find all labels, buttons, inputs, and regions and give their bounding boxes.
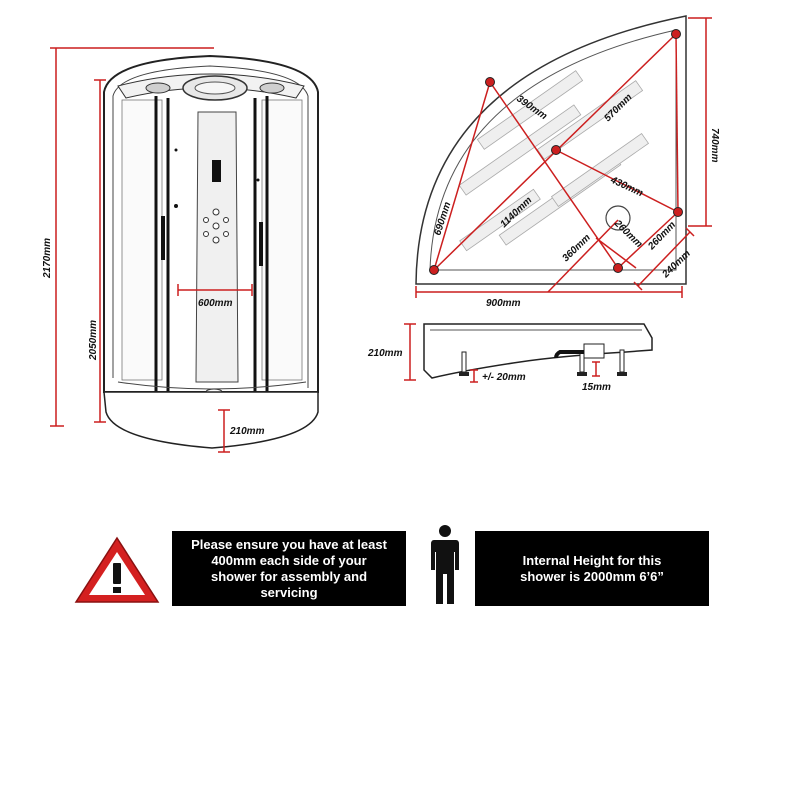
slat-6	[459, 188, 541, 252]
dial-right	[256, 178, 260, 182]
jet-7	[223, 231, 229, 237]
point-center	[551, 145, 561, 155]
jet-3	[212, 236, 220, 244]
front-view	[103, 54, 319, 449]
door-handle-right	[259, 222, 263, 266]
point-bottom	[613, 263, 623, 273]
dial-left-2	[174, 148, 178, 152]
point-right	[673, 207, 683, 217]
tray-dimensions	[404, 323, 600, 383]
jet-2	[212, 222, 220, 230]
front-dimensions	[50, 47, 253, 453]
diag-cross	[489, 81, 619, 269]
cabin-outline	[103, 54, 319, 393]
label-900: 900mm	[486, 298, 521, 309]
jet-6	[203, 231, 209, 237]
point-top-right	[671, 29, 681, 39]
tray-inner-outline	[429, 29, 677, 271]
label-leg-adjust: +/- 20mm	[482, 372, 526, 383]
height-line-1: Internal Height for this	[522, 552, 662, 568]
leg-2	[579, 351, 585, 373]
assembly-line-3: shower for assembly and	[210, 568, 368, 584]
dim-240-line	[637, 231, 691, 287]
label-600: 600mm	[198, 298, 233, 309]
jet-1	[212, 208, 220, 216]
tray-side-view	[423, 323, 653, 379]
warning-exclaim-dot	[113, 587, 121, 593]
person-body	[431, 540, 459, 604]
line-690	[433, 81, 491, 271]
roof-light-right	[259, 82, 285, 94]
dim-240-cap-a	[633, 281, 643, 291]
assembly-line-1: Please ensure you have at least	[191, 536, 387, 552]
line-260	[617, 211, 679, 269]
waste-pipe	[554, 350, 584, 359]
warning-triangle-icon	[72, 534, 162, 606]
waste-trap	[583, 343, 605, 359]
person-silhouette-icon	[428, 524, 462, 606]
roof-light-left	[145, 82, 171, 94]
label-tray-210: 210mm	[367, 348, 403, 359]
shower-tray	[103, 391, 319, 449]
assembly-line-2: 400mm each side of your	[211, 552, 367, 568]
leg-1	[461, 351, 467, 373]
cabin-floor	[117, 381, 307, 390]
slat-2	[458, 104, 582, 196]
door-handle-left	[161, 216, 165, 260]
leg-3	[619, 349, 625, 373]
point-top-left	[485, 77, 495, 87]
warning-exclaim-bar	[113, 563, 121, 584]
control-display	[212, 160, 221, 182]
assembly-line-4: servicing	[260, 584, 318, 600]
leg-foot-1	[459, 372, 469, 376]
leg-foot-2	[577, 372, 587, 376]
rain-shower-inner	[194, 81, 236, 95]
tray-slats	[458, 70, 650, 252]
slat-3	[536, 80, 644, 160]
slat-1	[476, 70, 584, 150]
jet-5	[223, 217, 229, 223]
tray-side-body	[423, 323, 653, 379]
leg-foot-3	[617, 372, 627, 376]
waste-outlet	[605, 205, 631, 231]
assembly-space-notice: Please ensure you have at least 400mm ea…	[172, 531, 406, 606]
point-bottom-left	[429, 265, 439, 275]
label-2050: 2050mm	[88, 320, 99, 361]
label-740-inner: 740mm	[709, 128, 720, 163]
line-360	[547, 219, 619, 293]
back-panel	[195, 111, 239, 383]
line-740	[675, 33, 679, 213]
glass-panel-right	[261, 99, 303, 381]
dim-240-cap-b	[685, 227, 695, 237]
dial-left	[174, 204, 178, 208]
label-waste-offset: 15mm	[582, 382, 611, 393]
label-2170: 2170mm	[42, 238, 53, 279]
height-line-2: shower is 2000mm 6’6”	[520, 568, 664, 584]
line-260b	[595, 237, 637, 269]
line-430	[555, 149, 679, 213]
jet-4	[203, 217, 209, 223]
internal-height-notice: Internal Height for this shower is 2000m…	[475, 531, 709, 606]
label-210-front: 210mm	[229, 426, 265, 437]
plan-corner-points	[429, 29, 683, 275]
plan-extent-lines	[415, 17, 712, 298]
person-head	[439, 525, 451, 537]
